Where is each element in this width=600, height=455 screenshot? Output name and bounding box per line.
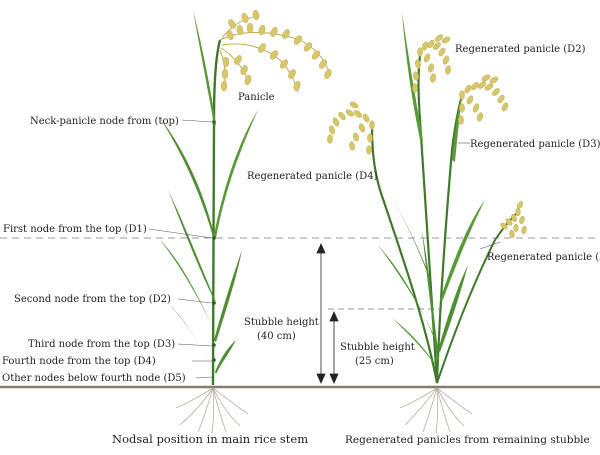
left-leaf	[215, 340, 236, 374]
right-leaf	[452, 90, 462, 162]
label-regen-panicle-d5: Regenerated panicle (D	[487, 252, 600, 263]
right-leaf	[422, 230, 439, 360]
left-leaf	[160, 240, 215, 332]
right-panicle-d5	[500, 201, 527, 239]
left-leader-lines	[148, 119, 213, 379]
label-second-node-d2: Second node from the top (D2)	[14, 294, 171, 305]
right-panicle-d3	[458, 74, 509, 125]
left-node-d2	[212, 301, 216, 305]
caption-right: Regenerated panicles from remaining stub…	[345, 434, 590, 446]
left-leaf	[168, 190, 216, 302]
label-first-node-d1: First node from the top (D1)	[3, 224, 147, 235]
label-panicle: Panicle	[238, 92, 275, 103]
right-leader-lines	[458, 142, 501, 250]
left-node-d3	[212, 343, 216, 347]
left-rice-plant	[160, 9, 332, 434]
label-regen-panicle-d2: Regenerated panicle (D2)	[455, 44, 586, 55]
left-node-d1	[212, 236, 216, 240]
label-regen-panicle-d4: Regenerated panicle (D4)	[247, 171, 378, 182]
left-leaf	[193, 10, 216, 125]
right-panicle-d2	[412, 34, 451, 93]
left-leaf	[160, 118, 215, 240]
label-stubble-height-40-value: (40 cm)	[257, 331, 296, 342]
left-roots	[175, 387, 249, 434]
left-leaf	[170, 305, 215, 372]
right-stubble-arrow	[329, 311, 339, 384]
right-rice-plant	[327, 12, 527, 434]
right-stem-d3	[435, 94, 464, 384]
right-leaf	[438, 265, 468, 352]
label-stubble-height-25-value: (25 cm)	[355, 356, 394, 367]
label-third-node-d3: Third node from the top (D3)	[28, 339, 175, 350]
label-other-nodes-d5: Other nodes below fourth node (D5)	[2, 373, 186, 384]
right-panicle-d4	[327, 101, 375, 155]
left-panicle-grains	[220, 9, 332, 92]
left-leaf	[214, 250, 242, 342]
left-leaf	[214, 110, 258, 238]
label-fourth-node-d4: Fourth node from the top (D4)	[2, 356, 156, 367]
caption-left: Nodsal position in main rice stem	[112, 432, 308, 446]
right-roots	[399, 387, 473, 434]
label-neck-panicle-node: Neck-panicle node from (top)	[30, 116, 179, 127]
left-main-stem	[211, 39, 222, 386]
right-leaf	[440, 200, 485, 302]
left-node-d4	[212, 358, 216, 362]
label-regen-panicle-d3: Regenerated panicle (D3)	[470, 139, 600, 150]
left-stubble-arrow	[316, 243, 326, 384]
right-stem-d4	[370, 124, 439, 384]
label-stubble-height-25: Stubble height	[340, 342, 415, 353]
label-stubble-height-40: Stubble height	[244, 317, 319, 328]
left-node-neck	[212, 120, 216, 124]
